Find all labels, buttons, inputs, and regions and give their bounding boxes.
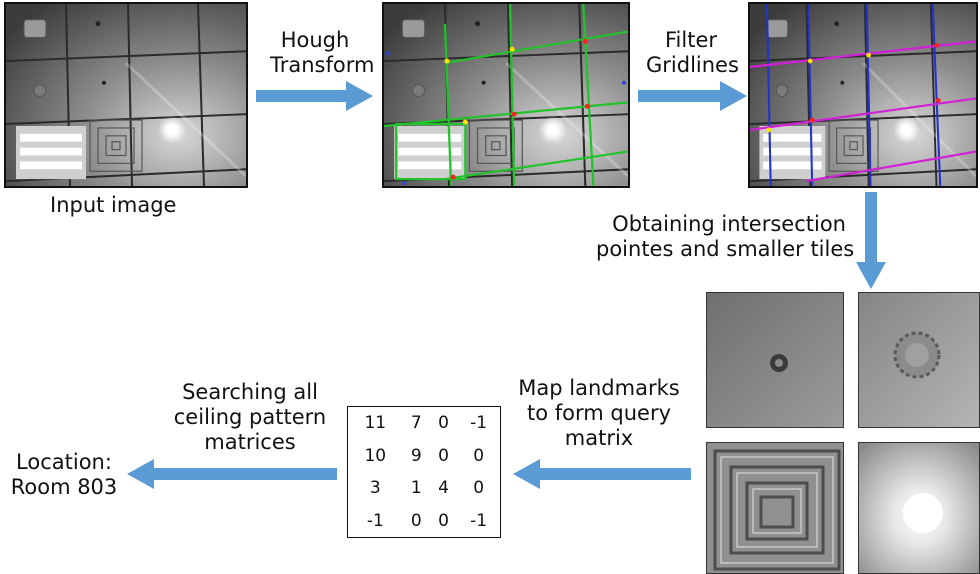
location-line1: Location: — [16, 450, 112, 474]
matrix-cell: 7 — [410, 413, 422, 434]
matrix-row: -1 0 0 -1 — [348, 505, 500, 538]
matrix-row: 3 1 4 0 — [348, 472, 500, 505]
hough-line1: Hough — [280, 28, 350, 52]
input-image-label: Input image — [50, 193, 177, 217]
search-line1: Searching all — [182, 380, 318, 404]
filter-line1: Filter — [664, 28, 717, 52]
obtain-line2: pointes and smaller tiles — [596, 237, 855, 261]
matrix-cell: 0 — [473, 445, 485, 466]
hough-line2: Transform — [270, 53, 375, 77]
arrow-down-tiles — [856, 192, 886, 289]
search-line2: ceiling pattern — [173, 405, 327, 429]
matrix-row: 10 9 0 0 — [348, 440, 500, 473]
matrix-cell: -1 — [470, 510, 488, 531]
matrix-cell: -1 — [366, 510, 384, 531]
location-label: Location: Room 803 — [2, 450, 126, 500]
matrix-cell: -1 — [470, 413, 488, 434]
filter-label: Filter Gridlines — [646, 28, 739, 78]
tile-light — [858, 442, 980, 574]
matrix-cell: 0 — [473, 478, 485, 499]
map-line2: to form query — [526, 401, 672, 425]
input-image-panel — [4, 2, 248, 188]
arrow-map — [513, 459, 691, 489]
tile-diffuser — [706, 442, 844, 574]
arrow-search — [127, 459, 337, 489]
filter-line2: Gridlines — [646, 53, 739, 77]
arrow-filter — [638, 81, 747, 111]
location-line2: Room 803 — [10, 475, 118, 499]
matrix-cell: 11 — [364, 413, 387, 434]
search-line3: matrices — [204, 430, 296, 454]
matrix-cell: 0 — [438, 445, 449, 466]
query-matrix: 11 7 0 -1 10 9 0 0 3 1 4 0 -1 0 0 -1 — [347, 406, 501, 538]
matrix-cell: 0 — [410, 510, 422, 531]
hough-label: Hough Transform — [270, 28, 375, 78]
map-label: Map landmarks to form query matrix — [514, 376, 684, 451]
matrix-cell: 3 — [369, 478, 381, 499]
matrix-cell: 10 — [364, 445, 387, 466]
obtain-line1: Obtaining intersection — [612, 212, 846, 236]
matrix-cell: 1 — [410, 478, 422, 499]
matrix-cell: 0 — [438, 510, 449, 531]
tile-sprinkler — [706, 292, 844, 428]
arrow-hough — [256, 81, 373, 111]
obtain-label: Obtaining intersection pointes and small… — [596, 212, 855, 262]
hough-image-panel — [382, 2, 630, 188]
search-label: Searching all ceiling pattern matrices — [160, 380, 340, 455]
matrix-row: 11 7 0 -1 — [348, 407, 500, 440]
tile-detector — [858, 292, 980, 428]
matrix-cell: 9 — [410, 445, 422, 466]
matrix-cell: 0 — [438, 413, 449, 434]
filtered-gridlines-panel — [748, 2, 978, 188]
map-line3: matrix — [564, 426, 634, 450]
map-line1: Map landmarks — [518, 376, 680, 400]
matrix-cell: 4 — [438, 478, 449, 499]
